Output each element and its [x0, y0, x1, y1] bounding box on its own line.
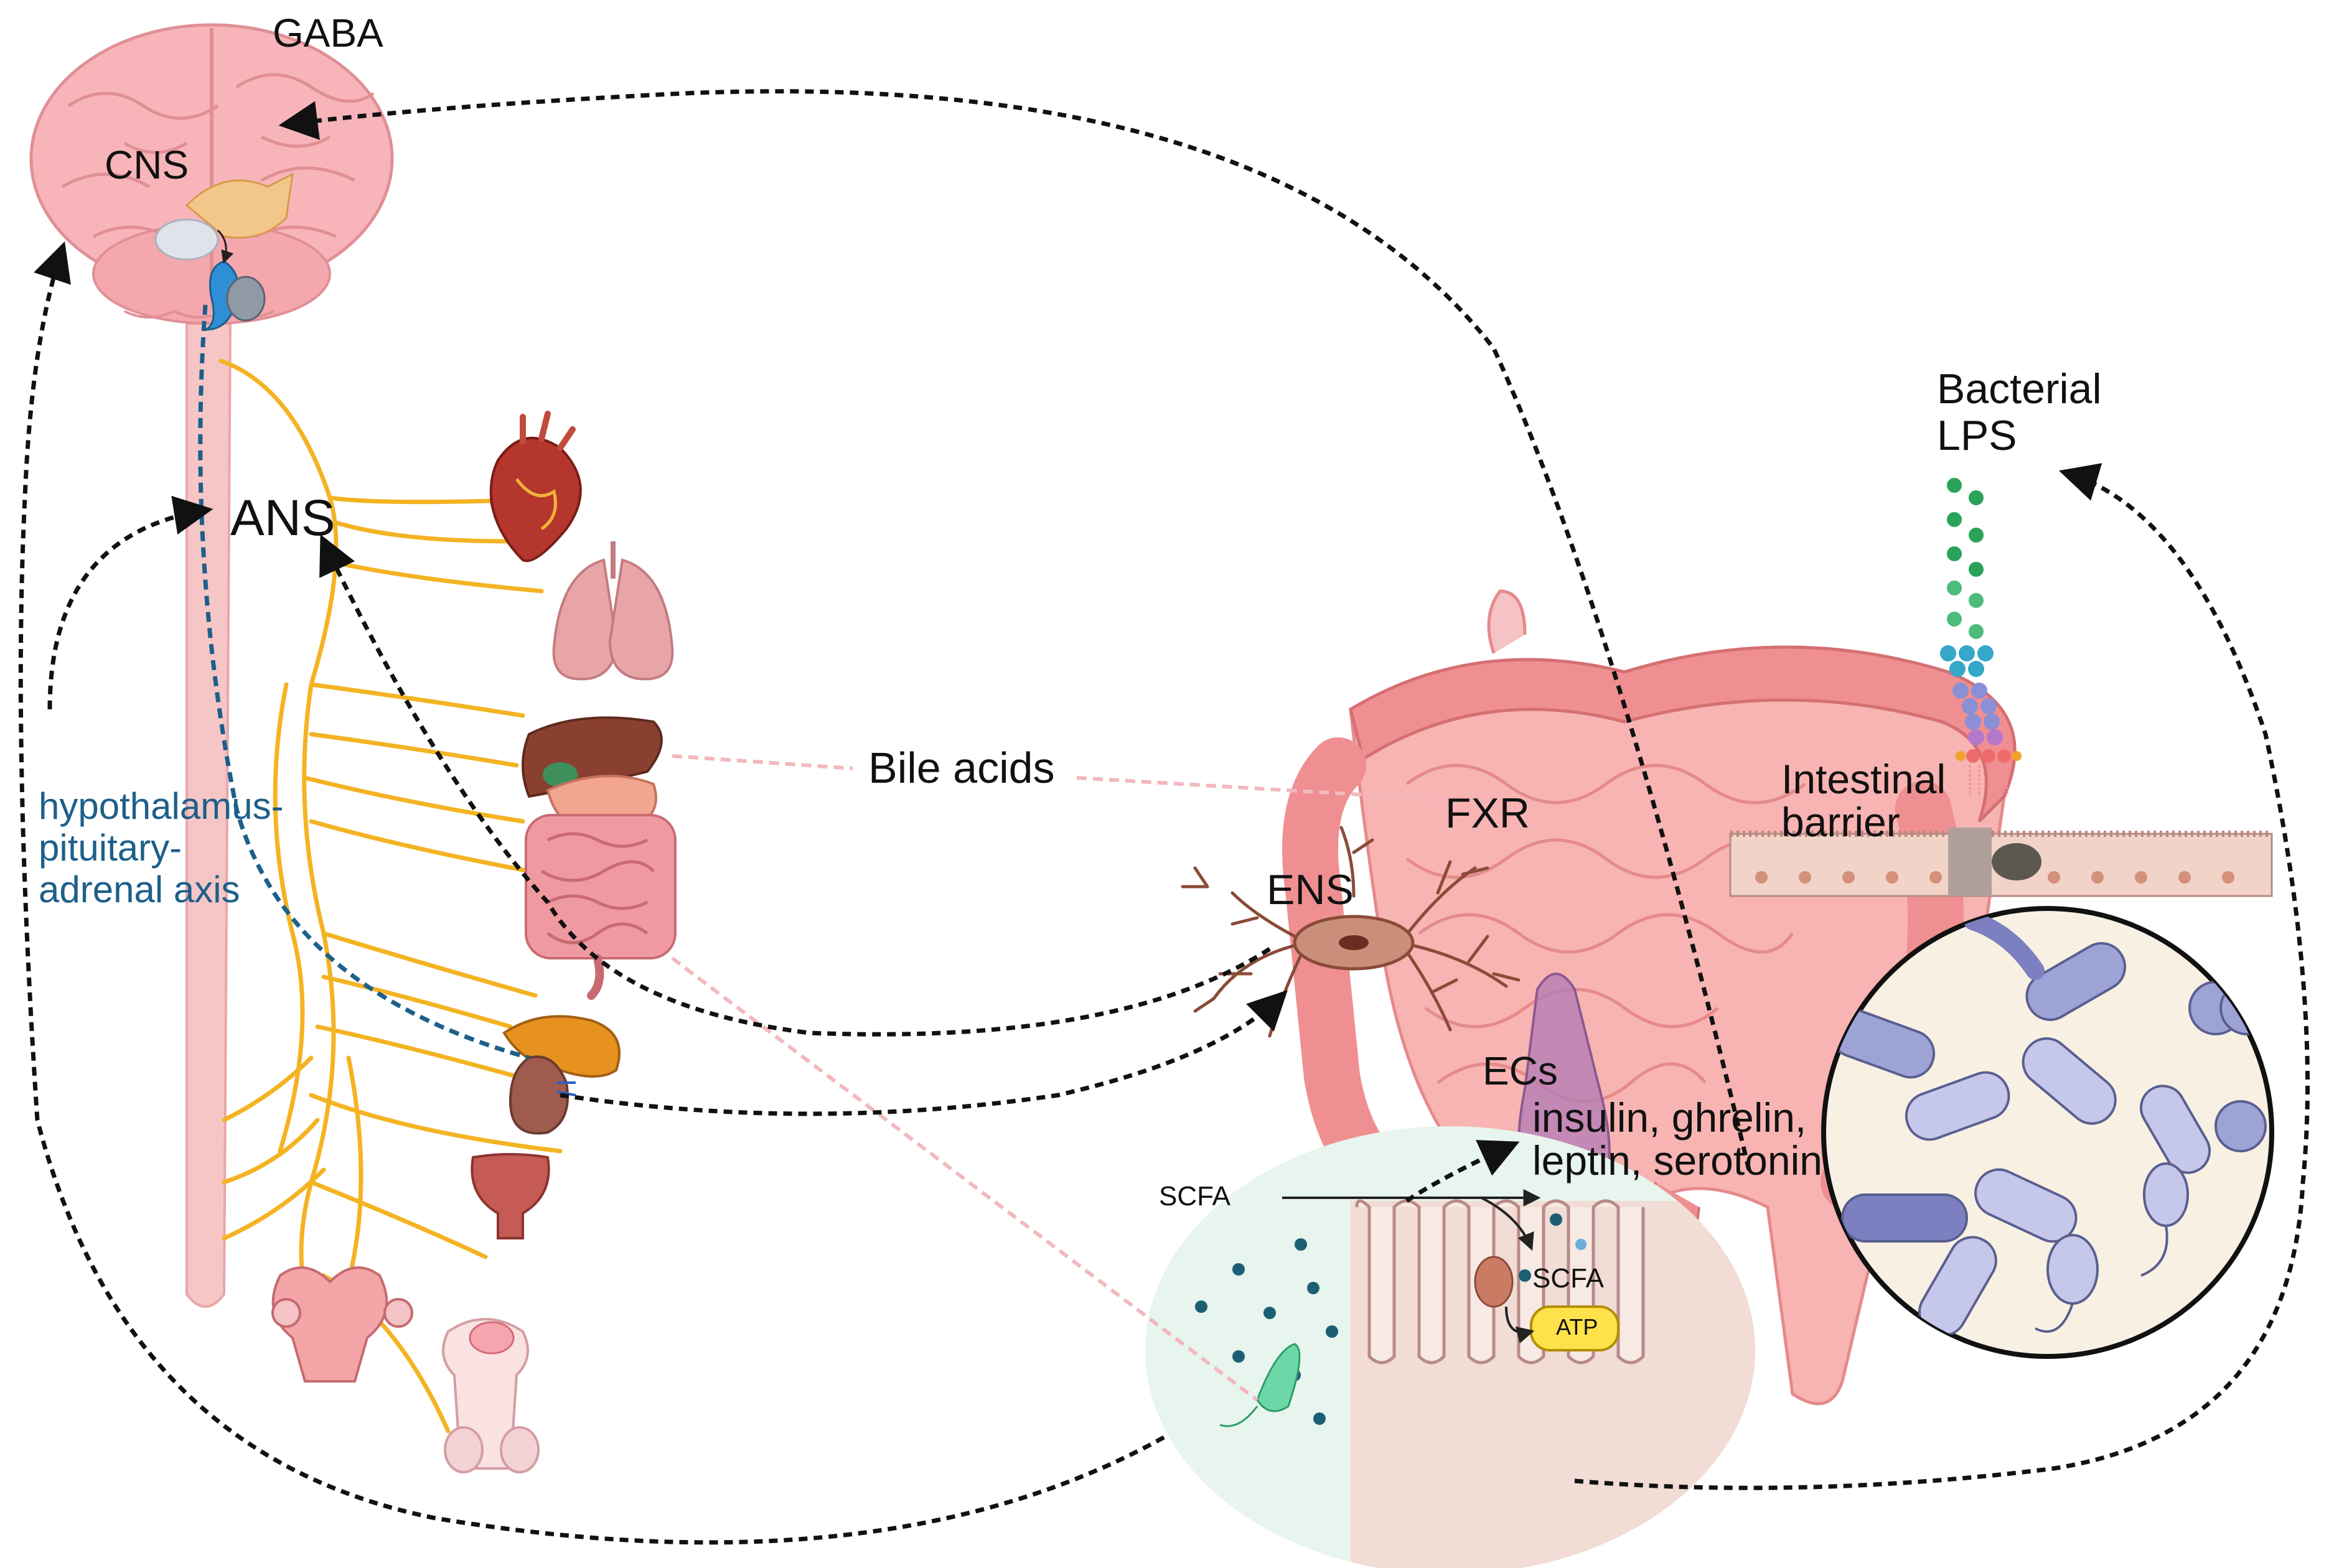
bile-acids-label: Bile acids — [868, 744, 1055, 792]
cns-label: CNS — [105, 142, 189, 187]
uterus-icon — [271, 1266, 413, 1383]
hpa-line1: hypothalamus- — [39, 785, 284, 827]
barrier-line2: barrier — [1781, 799, 1900, 846]
intestinal-barrier-label: Intestinal barrier — [1781, 756, 1946, 846]
lps-line1: Bacterial — [1937, 365, 2102, 413]
hormones-line2: leptin, serotonin — [1532, 1137, 1822, 1184]
hpa-axis-path — [198, 304, 530, 1060]
atp-label: ATP — [1556, 1314, 1598, 1340]
signaling-arrows — [18, 89, 2310, 1545]
villi-inset — [1145, 1126, 1755, 1568]
bacterial-lps-label: Bacterial LPS — [1937, 366, 2102, 459]
lps-molecule — [1940, 478, 2022, 796]
hpa-axis-label: hypothalamus- pituitary- adrenal axis — [39, 785, 284, 911]
fxr-label: FXR — [1445, 790, 1530, 837]
microbiota-inset — [1821, 906, 2274, 1359]
ecs-label: ECs — [1483, 1048, 1558, 1093]
ens-label: ENS — [1267, 866, 1354, 913]
scfa-cell-label: SCFA — [1532, 1263, 1604, 1294]
bladder-icon — [471, 1153, 550, 1239]
male-reproductive-icon — [442, 1318, 540, 1473]
scfa-top-label: SCFA — [1159, 1181, 1230, 1211]
gaba-label: GABA — [273, 11, 383, 55]
gut-to-villi-path — [671, 956, 1258, 1402]
pancreas-kidney-icon — [502, 1015, 621, 1135]
spinal-cord — [185, 322, 232, 1308]
barrier-line1: Intestinal — [1781, 756, 1946, 802]
intestinal-barrier — [1729, 828, 2273, 897]
lps-line2: LPS — [1937, 411, 2017, 459]
heart-icon — [489, 411, 582, 562]
hpa-line3: adrenal axis — [39, 869, 240, 911]
brain — [29, 23, 394, 331]
intestines-icon — [525, 814, 677, 1000]
hormones-line1: insulin, ghrelin, — [1532, 1094, 1807, 1141]
hpa-line2: pituitary- — [39, 827, 182, 869]
lungs-icon — [552, 541, 674, 681]
ans-label: ANS — [230, 490, 335, 546]
hormones-label: insulin, ghrelin, leptin, serotonin — [1532, 1096, 1822, 1183]
bile-acids-path — [672, 754, 1445, 801]
